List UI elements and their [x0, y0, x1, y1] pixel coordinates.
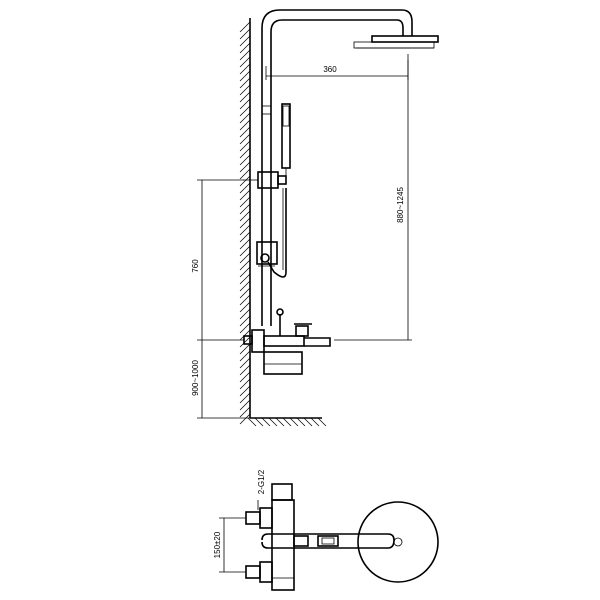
dimension-label-valve-height: 900~1000 [191, 360, 200, 396]
wall-hatch-line [239, 406, 251, 418]
wall-hatch-line [239, 77, 251, 89]
wall-hatch-line [239, 315, 251, 327]
wall-hatch-line [239, 168, 251, 180]
wall-hatch-line [239, 42, 251, 54]
floor-hatch [247, 417, 327, 427]
floor-hatch-line [254, 417, 264, 427]
wall-hatch-line [239, 329, 251, 341]
dimension-label-handset-height: 760 [191, 259, 200, 273]
wall-hatch-line [239, 105, 251, 117]
wall-hatch-line [239, 203, 251, 215]
wall-hatch-line [239, 147, 251, 159]
mixer-valve [243, 308, 331, 375]
wall-hatch-line [239, 280, 251, 292]
wall-hatch-line [239, 196, 251, 208]
dimension-handset-height: 760 [191, 179, 244, 341]
dimension-label-inlet-spacing: 150±20 [213, 531, 222, 558]
wall-hatch-line [239, 336, 251, 348]
wall-hatch-line [239, 350, 251, 362]
wall-hatch-line [239, 182, 251, 194]
floor-hatch-line [317, 417, 327, 427]
wall-hatch [239, 21, 251, 425]
wall-hatch-line [239, 385, 251, 397]
floor-hatch-line [261, 417, 271, 427]
dimension-valve-height: 900~1000 [191, 340, 250, 419]
dimension-inlet-spacing: 150±20 [213, 517, 246, 573]
wall-hatch-line [239, 301, 251, 313]
wall-hatch-line [239, 189, 251, 201]
wall-hatch-line [239, 35, 251, 47]
shower-hose [267, 188, 287, 278]
wall-hatch-line [239, 154, 251, 166]
dimension-head-height: 880~1245 [334, 60, 412, 341]
wall-hatch-line [239, 98, 251, 110]
wall-hatch-line [239, 308, 251, 320]
wall-hatch-line [239, 371, 251, 383]
floor-hatch-line [268, 417, 278, 427]
dimension-inlet-thread: 2-G1/2 [257, 469, 266, 510]
dimension-arm-length: 360 [265, 54, 409, 80]
wall-hatch-line [239, 70, 251, 82]
wall-hatch-line [239, 140, 251, 152]
wall-hatch-line [239, 56, 251, 68]
floor-hatch-line [303, 417, 313, 427]
wall [239, 18, 251, 425]
floor-hatch-line [275, 417, 285, 427]
wall-hatch-line [239, 217, 251, 229]
wall-hatch-line [239, 91, 251, 103]
wall-hatch-line [239, 252, 251, 264]
wall-hatch-line [239, 413, 251, 425]
wall-hatch-line [239, 63, 251, 75]
wall-hatch-line [239, 28, 251, 40]
wall-hatch-line [239, 119, 251, 131]
floor [247, 417, 327, 427]
wall-hatch-line [239, 294, 251, 306]
wall-hatch-line [239, 224, 251, 236]
wall-hatch-line [239, 364, 251, 376]
wall-hatch-line [239, 399, 251, 411]
wall-hatch-line [239, 126, 251, 138]
floor-hatch-line [247, 417, 257, 427]
hand-shower-holder [243, 171, 287, 189]
wall-hatch-line [239, 392, 251, 404]
wall-hatch-line [239, 245, 251, 257]
hand-shower [281, 103, 291, 176]
wall-hatch-line [239, 259, 251, 271]
wall-hatch-line [239, 175, 251, 187]
wall-hatch-line [239, 161, 251, 173]
overhead-shower-head [353, 35, 439, 49]
wall-hatch-line [239, 273, 251, 285]
wall-hatch-line [239, 322, 251, 334]
slide-bracket [256, 241, 278, 267]
floor-hatch-line [282, 417, 292, 427]
wall-hatch-line [239, 49, 251, 61]
wall-hatch-line [239, 343, 251, 355]
wall-hatch-line [239, 378, 251, 390]
wall-hatch-line [239, 287, 251, 299]
wall-hatch-line [239, 84, 251, 96]
wall-hatch-line [239, 238, 251, 250]
dimension-label-arm-length: 360 [323, 65, 337, 74]
dimension-label-inlet-thread: 2-G1/2 [257, 469, 266, 494]
wall-hatch-line [239, 112, 251, 124]
plan-view [245, 483, 439, 591]
dimension-label-head-height: 880~1245 [396, 187, 405, 223]
wall-hatch-line [239, 357, 251, 369]
wall-hatch-line [239, 231, 251, 243]
floor-hatch-line [289, 417, 299, 427]
wall-hatch-line [239, 133, 251, 145]
riser-pipe [261, 9, 413, 326]
wall-hatch-line [239, 21, 251, 33]
floor-hatch-line [296, 417, 306, 427]
wall-hatch-line [239, 266, 251, 278]
floor-hatch-line [310, 417, 320, 427]
wall-hatch-line [239, 210, 251, 222]
